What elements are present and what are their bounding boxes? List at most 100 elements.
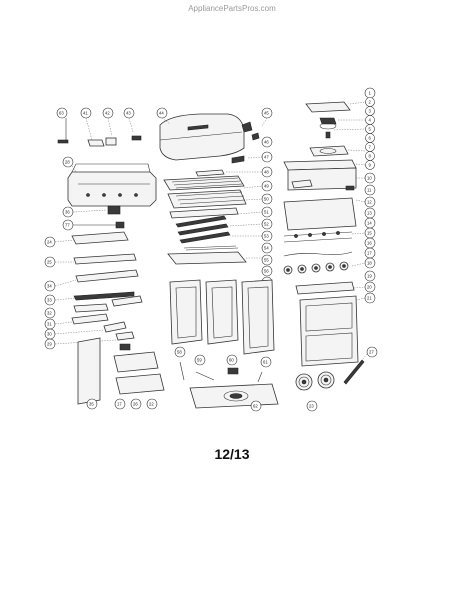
callout-58[interactable]: 58 bbox=[174, 346, 186, 358]
svg-text:54: 54 bbox=[264, 246, 269, 251]
cart-frame-right bbox=[241, 279, 275, 355]
callout-77[interactable]: 77 bbox=[62, 219, 74, 231]
callout-36[interactable]: 36 bbox=[62, 206, 74, 218]
callout-42-text: 42 bbox=[105, 111, 110, 116]
svg-text:29: 29 bbox=[47, 342, 52, 347]
callout-7[interactable]: 7 bbox=[365, 142, 375, 152]
svg-text:24: 24 bbox=[47, 240, 52, 245]
callout-16[interactable]: 16 bbox=[364, 237, 376, 249]
callout-62[interactable]: 62 bbox=[250, 400, 262, 412]
callout-47[interactable]: 47 bbox=[261, 151, 273, 163]
svg-text:23: 23 bbox=[309, 404, 314, 409]
svg-text:32: 32 bbox=[47, 311, 52, 316]
callout-46[interactable]: 46 bbox=[261, 136, 273, 148]
callout-17b[interactable]: 17 bbox=[364, 247, 376, 259]
callout-45[interactable]: 45 bbox=[261, 107, 273, 119]
callout-63-text: 63 bbox=[59, 111, 64, 116]
callout-44[interactable]: 44 bbox=[156, 107, 168, 119]
callout-24[interactable]: 24 bbox=[44, 236, 56, 248]
callout-30[interactable]: 30 bbox=[44, 328, 56, 340]
callout-15[interactable]: 15 bbox=[364, 227, 376, 239]
callout-8[interactable]: 8 bbox=[365, 151, 375, 161]
callout-18[interactable]: 18 bbox=[364, 257, 376, 269]
callout-27[interactable]: 27 bbox=[366, 346, 378, 358]
svg-text:47: 47 bbox=[264, 155, 269, 160]
svg-text:1: 1 bbox=[369, 91, 372, 96]
svg-text:50: 50 bbox=[264, 197, 269, 202]
callout-43-text: 43 bbox=[126, 111, 131, 116]
burner-pair bbox=[295, 371, 335, 391]
callout-10[interactable]: 10 bbox=[364, 172, 376, 184]
svg-text:56: 56 bbox=[264, 269, 269, 274]
callout-35[interactable]: 35 bbox=[86, 398, 98, 410]
callout-34[interactable]: 34 bbox=[44, 280, 56, 292]
callout-51[interactable]: 51 bbox=[261, 206, 273, 218]
drip-tray bbox=[167, 251, 247, 265]
svg-text:33: 33 bbox=[47, 298, 52, 303]
svg-text:2: 2 bbox=[369, 100, 372, 105]
svg-text:9: 9 bbox=[369, 163, 372, 168]
callout-11[interactable]: 11 bbox=[364, 184, 376, 196]
page-label: 12/13 bbox=[214, 446, 250, 462]
cart-frame-center bbox=[205, 279, 239, 345]
control-knobs bbox=[283, 261, 349, 275]
callout-54[interactable]: 54 bbox=[261, 242, 273, 254]
watermark-text: AppliancePartsPros.com bbox=[188, 4, 276, 13]
callout-31[interactable]: 31 bbox=[44, 318, 56, 330]
callout-20[interactable]: 20 bbox=[364, 281, 376, 293]
svg-text:19: 19 bbox=[367, 274, 372, 279]
callout-12[interactable]: 12 bbox=[364, 196, 376, 208]
svg-text:55: 55 bbox=[264, 258, 269, 263]
callout-33[interactable]: 33 bbox=[44, 294, 56, 306]
callout-22[interactable]: 22 bbox=[146, 398, 158, 410]
callout-1[interactable]: 1 bbox=[364, 87, 376, 99]
callout-42[interactable]: 42 bbox=[102, 107, 114, 119]
callout-23[interactable]: 23 bbox=[306, 400, 318, 412]
svg-text:5: 5 bbox=[369, 127, 372, 132]
callout-48[interactable]: 48 bbox=[261, 166, 273, 178]
callout-49[interactable]: 49 bbox=[261, 180, 273, 192]
callout-4[interactable]: 4 bbox=[365, 115, 375, 125]
callout-32[interactable]: 32 bbox=[44, 307, 56, 319]
callout-29[interactable]: 29 bbox=[44, 338, 56, 350]
callout-41[interactable]: 41 bbox=[80, 107, 92, 119]
callout-56[interactable]: 56 bbox=[261, 265, 273, 277]
callout-60[interactable]: 60 bbox=[226, 354, 238, 366]
callout-2[interactable]: 2 bbox=[365, 97, 375, 107]
side-panel-left bbox=[77, 337, 101, 405]
callout-52[interactable]: 52 bbox=[261, 218, 273, 230]
control-panel bbox=[283, 197, 357, 231]
svg-text:51: 51 bbox=[264, 210, 269, 215]
callout-19[interactable]: 19 bbox=[364, 270, 376, 282]
svg-text:48: 48 bbox=[264, 170, 269, 175]
callout-13[interactable]: 13 bbox=[364, 207, 376, 219]
svg-text:62: 62 bbox=[253, 404, 258, 409]
svg-text:14: 14 bbox=[367, 221, 372, 226]
callout-59[interactable]: 59 bbox=[194, 354, 206, 366]
callout-55[interactable]: 55 bbox=[261, 254, 273, 266]
svg-text:15: 15 bbox=[367, 231, 372, 236]
callout-5[interactable]: 5 bbox=[365, 124, 375, 134]
heat-tents bbox=[175, 215, 231, 244]
callout-61[interactable]: 61 bbox=[260, 356, 272, 368]
svg-text:34: 34 bbox=[47, 284, 52, 289]
callout-43[interactable]: 43 bbox=[123, 107, 135, 119]
callout-41-text: 41 bbox=[83, 111, 88, 116]
callout-17[interactable]: 17 bbox=[114, 398, 126, 410]
callout-21[interactable]: 21 bbox=[364, 292, 376, 304]
callout-14[interactable]: 14 bbox=[364, 217, 376, 229]
callout-28[interactable]: 28 bbox=[62, 156, 74, 168]
callout-50[interactable]: 50 bbox=[261, 193, 273, 205]
callout-3[interactable]: 3 bbox=[365, 106, 375, 116]
callout-26[interactable]: 26 bbox=[130, 398, 142, 410]
callout-53[interactable]: 53 bbox=[261, 230, 273, 242]
callout-9[interactable]: 9 bbox=[365, 160, 375, 170]
svg-text:11: 11 bbox=[367, 188, 372, 193]
callout-6[interactable]: 6 bbox=[365, 133, 375, 143]
svg-text:46: 46 bbox=[264, 140, 269, 145]
svg-text:7: 7 bbox=[369, 145, 372, 150]
callout-63[interactable]: 63 bbox=[56, 107, 68, 119]
callout-45-text: 45 bbox=[264, 111, 269, 116]
callout-25[interactable]: 25 bbox=[44, 256, 56, 268]
